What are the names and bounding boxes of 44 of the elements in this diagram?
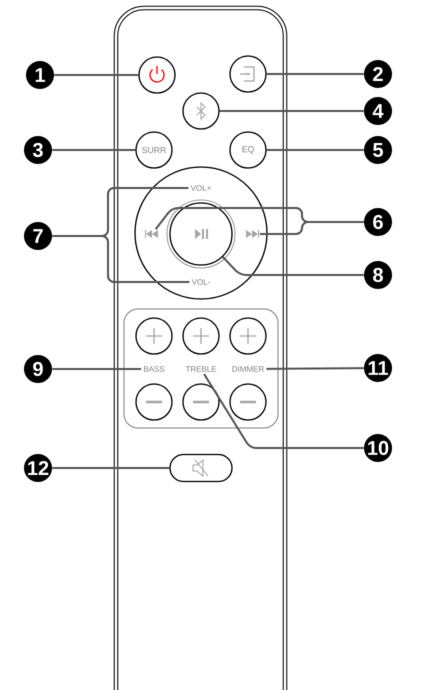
button-label: DIMMER bbox=[232, 366, 264, 372]
leader-line bbox=[266, 367, 364, 370]
leader-line bbox=[260, 221, 364, 235]
button-label: VOL- bbox=[192, 279, 210, 285]
minus-button bbox=[135, 383, 173, 421]
previous-icon bbox=[145, 230, 158, 238]
callout-number: 9 bbox=[24, 355, 52, 383]
callout-number: 6 bbox=[364, 208, 392, 236]
button-label: TREBLE bbox=[186, 366, 216, 372]
power-button bbox=[138, 56, 176, 94]
bluetooth-button bbox=[182, 92, 220, 130]
leader-line bbox=[52, 235, 190, 283]
leader-line bbox=[222, 256, 364, 276]
callout-number: 1 bbox=[26, 61, 54, 89]
callout-number: 5 bbox=[364, 136, 392, 164]
button-label: BASS bbox=[144, 366, 164, 372]
mute-button bbox=[169, 454, 233, 482]
callout-number: 10 bbox=[364, 434, 392, 462]
round-button: EQ bbox=[229, 131, 267, 169]
callout-number: 8 bbox=[364, 261, 392, 289]
next-icon bbox=[246, 230, 259, 238]
button-label: VOL+ bbox=[190, 185, 211, 191]
leader-line bbox=[266, 73, 364, 75]
minus-button bbox=[229, 383, 267, 421]
callout-number: 11 bbox=[364, 354, 392, 382]
leader-line bbox=[52, 467, 170, 469]
callout-number: 7 bbox=[24, 222, 52, 250]
callout-number: 12 bbox=[24, 454, 52, 482]
minus-button bbox=[182, 383, 220, 421]
leader-line bbox=[52, 149, 136, 151]
plus-button bbox=[135, 317, 173, 355]
play-pause-button bbox=[166, 200, 236, 268]
leader-line bbox=[266, 149, 364, 151]
leader-line bbox=[54, 74, 138, 76]
plus-button bbox=[229, 317, 267, 355]
round-button: SURR bbox=[135, 131, 173, 169]
leader-line bbox=[52, 368, 142, 370]
callout-number: 3 bbox=[24, 136, 52, 164]
callout-number: 4 bbox=[364, 97, 392, 125]
callout-number: 2 bbox=[364, 60, 392, 88]
leader-line bbox=[203, 374, 364, 449]
input-button bbox=[229, 55, 267, 93]
leader-line bbox=[220, 110, 364, 112]
plus-button bbox=[182, 317, 220, 355]
